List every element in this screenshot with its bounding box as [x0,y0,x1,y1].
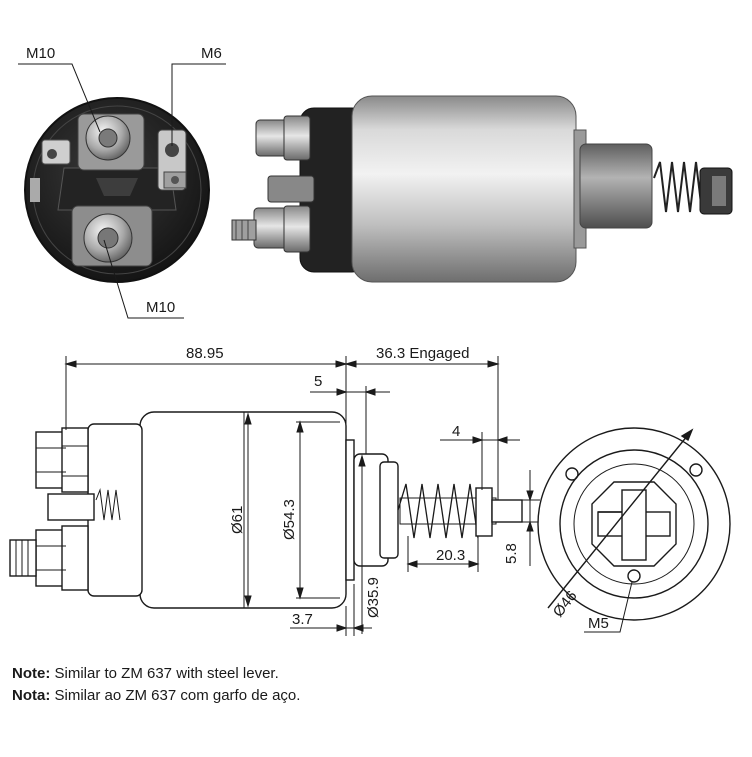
dim-flange-thickness: 3.7 [292,611,313,628]
note-portuguese: Nota: Similar ao ZM 637 com garfo de aço… [12,686,300,706]
plunger-spring [653,161,703,213]
dim-stroke: 20.3 [436,547,465,564]
dim-overall-length: 88.95 [186,345,224,362]
dim-flange-offset: 5 [314,373,322,390]
label-mount-thread: M5 [588,615,609,632]
terminal-face-photo: M10 M6 M10 [18,45,226,319]
front-view [537,427,731,633]
note-english-text: Similar to ZM 637 with steel lever. [50,665,279,682]
dim-body-diameter: Ø61 [229,506,246,534]
dimension-lines [64,356,540,636]
side-drawing [9,411,523,609]
label-m6: M6 [201,45,222,62]
dim-boss-diameter: Ø35.9 [365,577,382,618]
note-english: Note: Similar to ZM 637 with steel lever… [12,664,279,684]
side-view-photo [231,95,733,283]
bottom-m10-bolt [71,205,153,267]
label-m10-bottom: M10 [146,299,175,316]
note-portuguese-text: Similar ao ZM 637 com garfo de aço. [50,687,301,704]
dim-engaged: 36.3 Engaged [376,345,469,362]
label-m10-top: M10 [26,45,55,62]
note-portuguese-label: Nota: [12,687,51,704]
dim-stud-step: 4 [452,423,460,440]
m6-terminal [157,129,187,191]
note-english-label: Note: [12,665,51,682]
dim-stud-width: 5.8 [503,543,520,564]
top-m10-bolt [77,113,145,171]
dim-inner-diameter: Ø54.3 [281,499,298,540]
